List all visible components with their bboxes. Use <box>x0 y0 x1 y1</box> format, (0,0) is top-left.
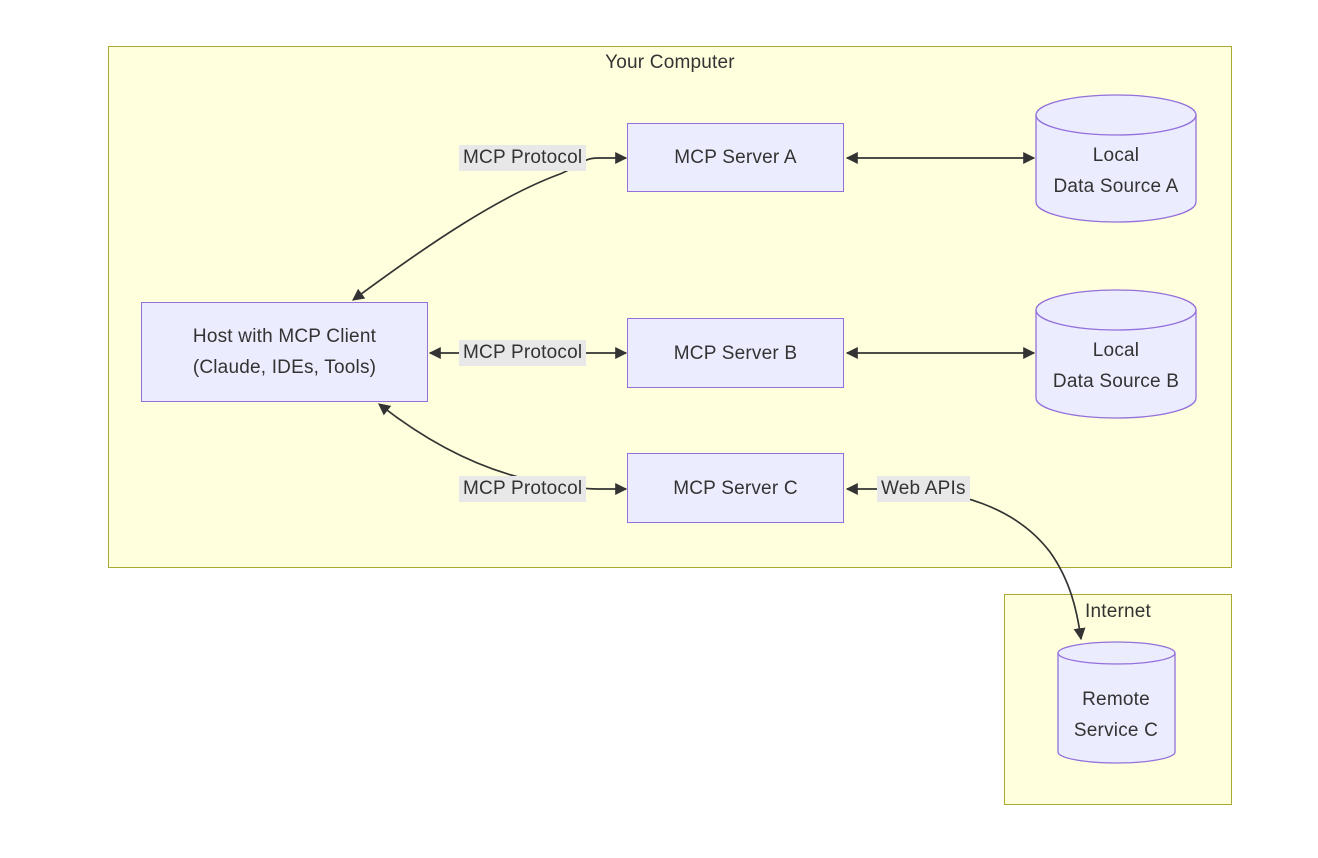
node-local-data-source-a-label: Local Data Source A <box>1036 140 1196 202</box>
node-host-label-line2: (Claude, IDEs, Tools) <box>192 357 377 378</box>
cluster-your-computer-label: Your Computer <box>605 52 735 73</box>
cluster-internet-label: Internet <box>1084 601 1152 622</box>
data-source-a-line1: Local <box>1092 145 1140 166</box>
node-mcp-server-a: MCP Server A <box>627 123 844 192</box>
node-mcp-server-b-label: MCP Server B <box>673 342 798 364</box>
edge-label-web-apis: Web APIs <box>877 476 970 502</box>
node-mcp-server-b: MCP Server B <box>627 318 844 388</box>
node-mcp-server-a-label: MCP Server A <box>674 147 797 168</box>
node-host-with-mcp-client: Host with MCP Client (Claude, IDEs, Tool… <box>141 302 428 402</box>
node-host-label-line1: Host with MCP Client <box>192 326 377 347</box>
node-mcp-server-c: MCP Server C <box>627 453 844 523</box>
data-source-b-line2: Data Source B <box>1052 371 1180 392</box>
data-source-b-line1: Local <box>1092 340 1140 361</box>
data-source-a-line2: Data Source A <box>1053 176 1179 197</box>
node-mcp-server-c-label: MCP Server C <box>673 477 798 499</box>
node-remote-service-c-label: Remote Service C <box>1057 684 1175 746</box>
edge-label-mcp-protocol-a: MCP Protocol <box>459 145 587 171</box>
remote-service-c-line2: Service C <box>1073 720 1159 741</box>
edge-label-mcp-protocol-c: MCP Protocol <box>459 476 587 502</box>
node-local-data-source-b-label: Local Data Source B <box>1036 335 1196 397</box>
edge-label-mcp-protocol-b: MCP Protocol <box>459 340 587 366</box>
remote-service-c-line1: Remote <box>1082 689 1150 710</box>
